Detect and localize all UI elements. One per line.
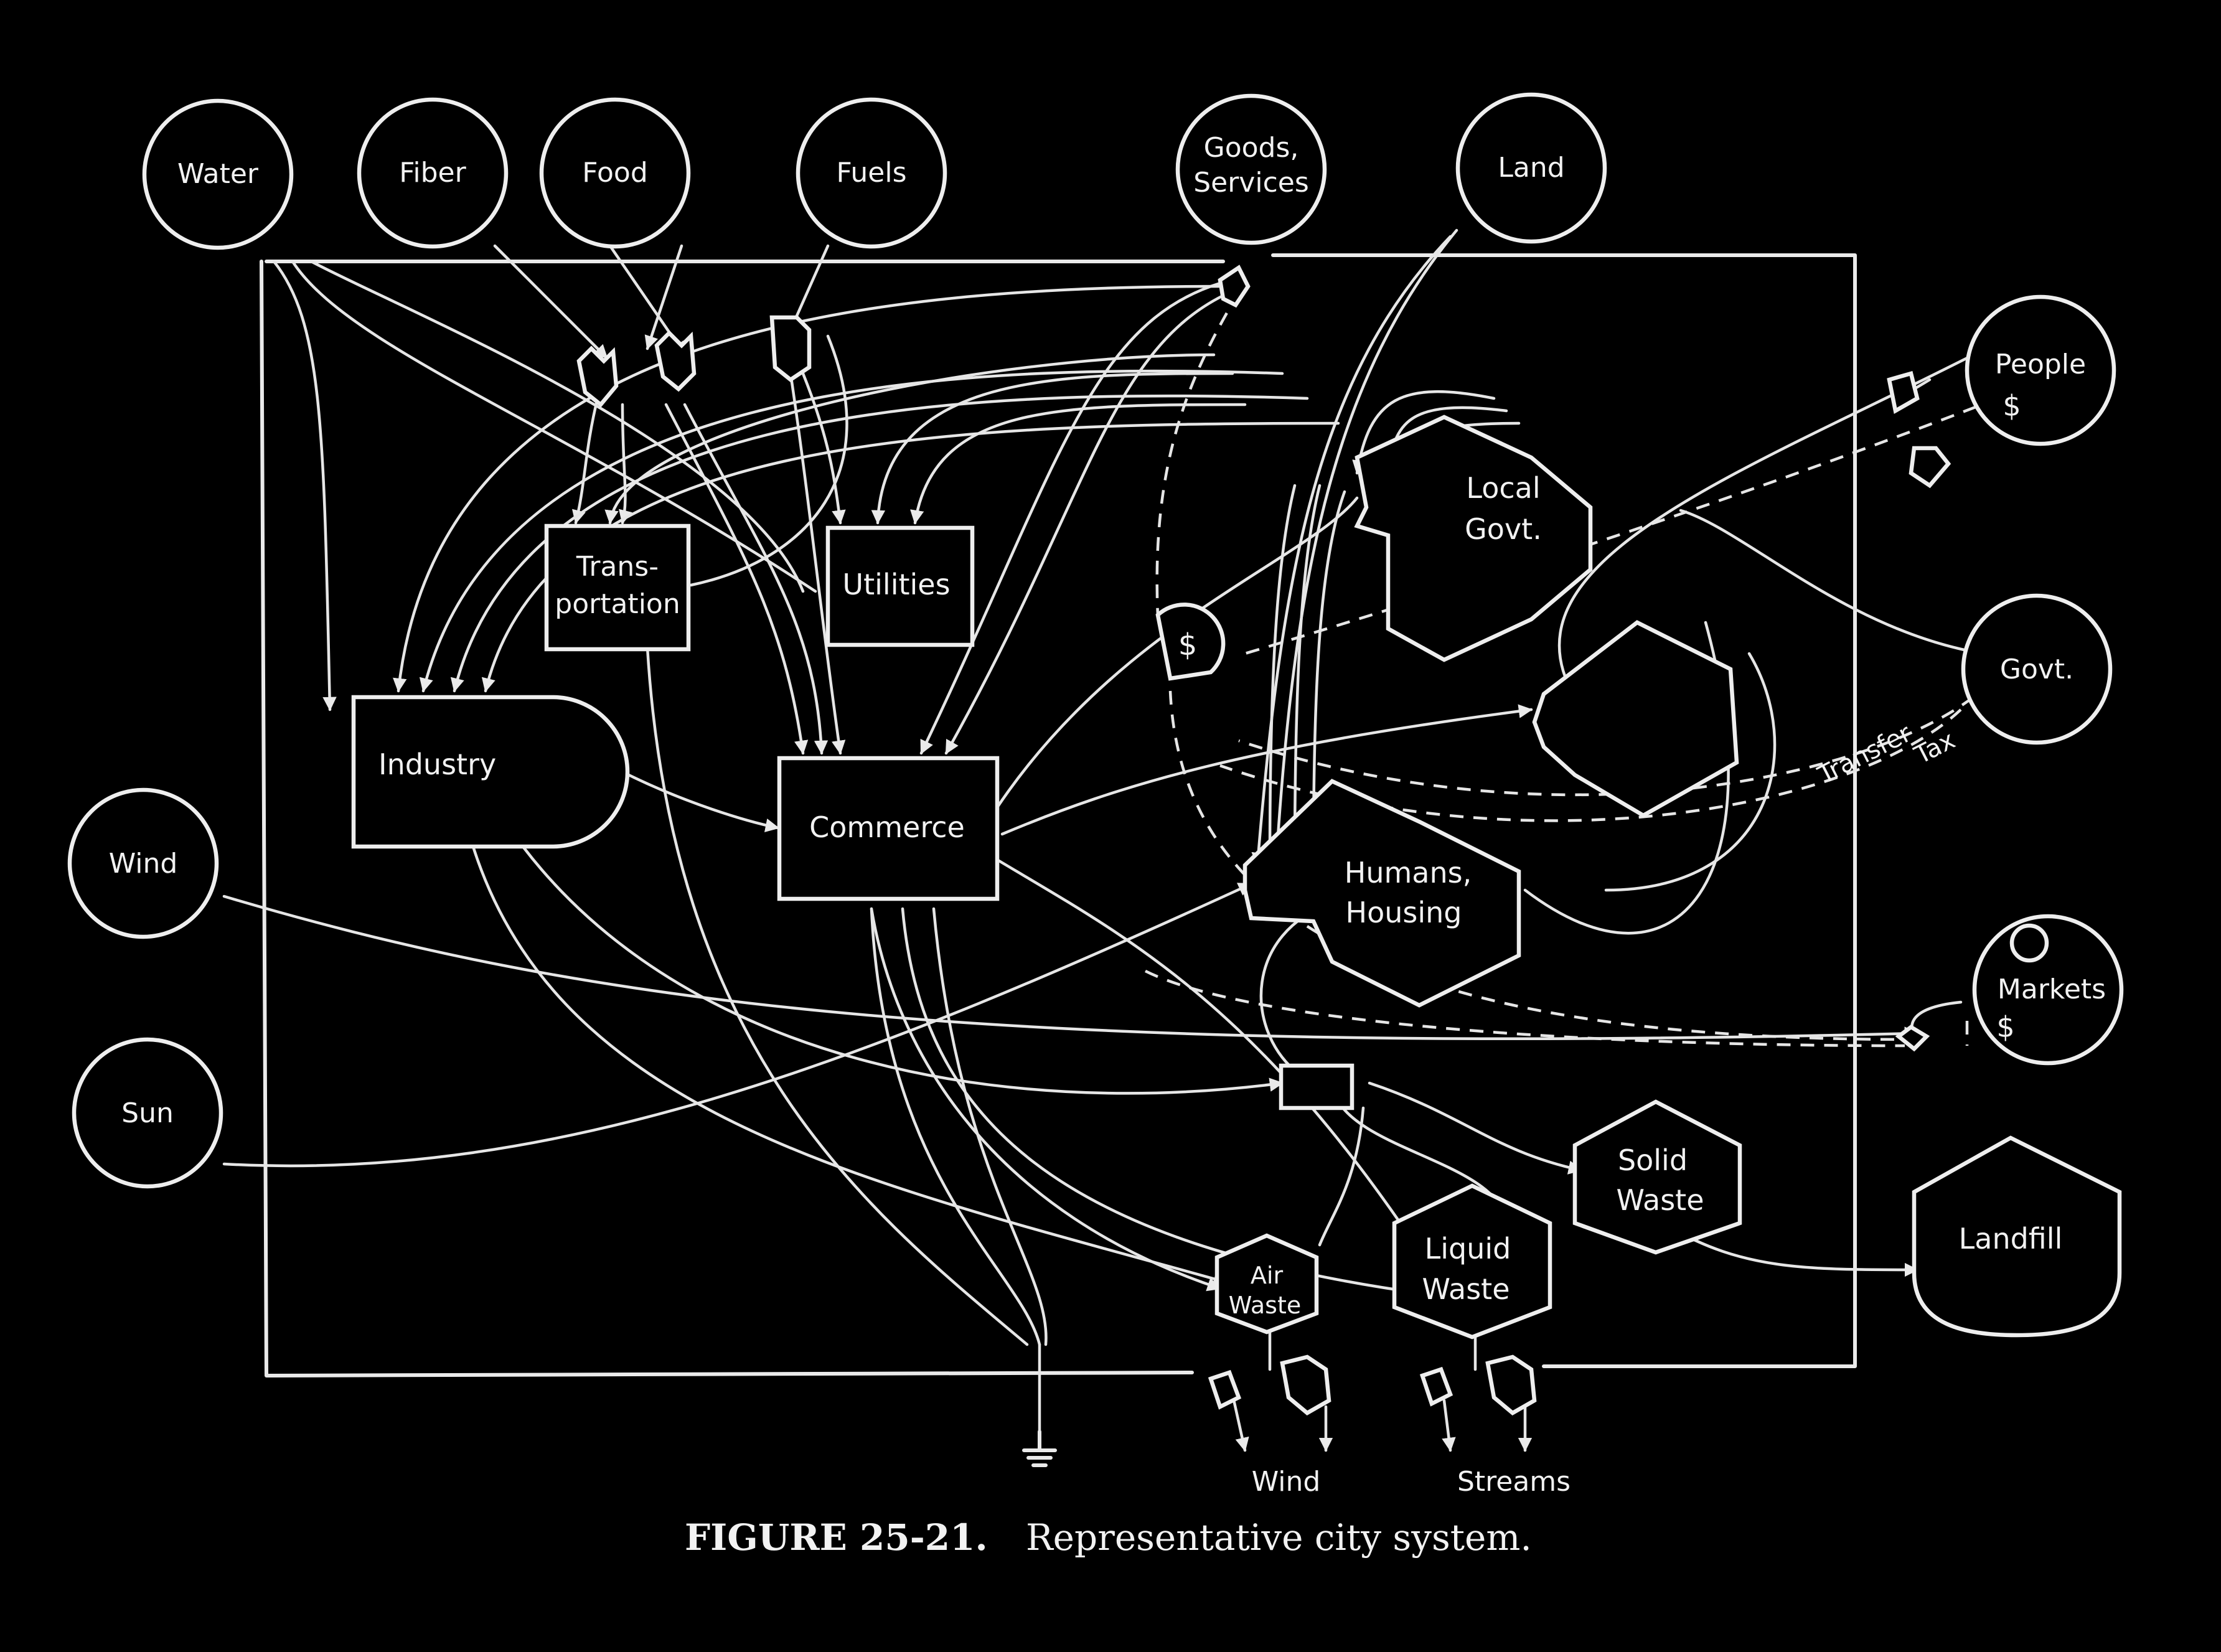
source-fiber-label: Fiber [399,157,466,189]
transfer-label: Transfer [1813,719,1917,791]
source-people-label: People [1995,349,2086,380]
source-govt-label: Govt. [2000,654,2073,685]
source-fiber: Fiber [357,97,509,249]
component-industry: Industry [351,695,630,849]
source-water-label: Water [177,158,259,190]
tax-label: Tax [1910,726,1960,770]
solid-waste-label-1: Solid [1618,1143,1688,1177]
component-local-govt: Local Govt. [1354,415,1593,662]
component-utilities: Utilities [825,525,975,647]
humans-label-2: Housing [1346,896,1462,929]
streams-outflow-label: Streams [1457,1466,1571,1498]
liquid-waste-label-2: Waste [1422,1272,1510,1306]
component-transportation: Trans- portation [544,523,691,652]
wind-outflow-label: Wind [1252,1466,1321,1498]
source-food-label: Food [582,157,648,189]
source-water: Water [142,98,294,250]
exchange-box [1279,1063,1355,1110]
figure-number: FIGURE 25-21. [685,1516,988,1559]
source-fuels-label: Fuels [836,157,906,189]
source-fuels: Fuels [796,97,947,249]
component-air-waste: Air Waste [1214,1233,1319,1335]
source-markets: Markets $ [1972,914,2124,1066]
money-storage: $ [1155,603,1226,681]
solid-waste-label-2: Waste [1616,1183,1704,1217]
component-liquid-waste: Liquid Waste [1392,1183,1552,1340]
source-people-money: $ [2003,389,2021,423]
source-markets-money: $ [1996,1010,2014,1044]
component-landfill: Landfill [1912,1135,2122,1338]
transportation-label-2: portation [555,588,680,620]
component-solid-waste: Solid Waste [1572,1099,1742,1255]
liquid-waste-label-1: Liquid [1425,1232,1511,1265]
utilities-label: Utilities [842,568,950,601]
source-goods-label-2: Services [1193,167,1309,199]
component-commerce: Commerce [777,756,1000,901]
interaction-valves [576,265,1951,1467]
source-goods-label-1: Goods, [1204,132,1299,164]
source-people: People $ [1965,294,2116,446]
landfill-label: Landfill [1959,1222,2063,1255]
component-unlabeled-hexagon [1532,620,1739,818]
local-govt-label-2: Govt. [1465,512,1542,546]
humans-label-1: Humans, [1345,856,1472,889]
transportation-label-1: Trans- [576,551,659,583]
source-sun: Sun [72,1037,223,1189]
source-markets-label: Markets [1998,974,2106,1005]
flow-lines [222,228,1999,1452]
local-govt-label-1: Local [1466,471,1540,505]
system-boundary [260,253,1857,1377]
industry-label: Industry [378,748,496,781]
source-land: Land [1455,92,1607,244]
source-wind: Wind [67,787,219,939]
source-govt: Govt. [1961,593,2113,745]
commerce-label: Commerce [809,810,965,844]
source-wind-label: Wind [109,848,178,880]
money-storage-label: $ [1178,627,1198,662]
component-humans-housing: Humans, Housing [1242,779,1521,1008]
source-food: Food [539,97,691,249]
source-sun-label: Sun [121,1097,174,1129]
source-land-label: Land [1498,152,1564,184]
figure-caption: Representative city system. [1026,1516,1532,1559]
air-waste-label-1: Air [1251,1262,1284,1289]
source-goods-services: Goods, Services [1175,93,1327,245]
air-waste-label-2: Waste [1229,1292,1302,1319]
